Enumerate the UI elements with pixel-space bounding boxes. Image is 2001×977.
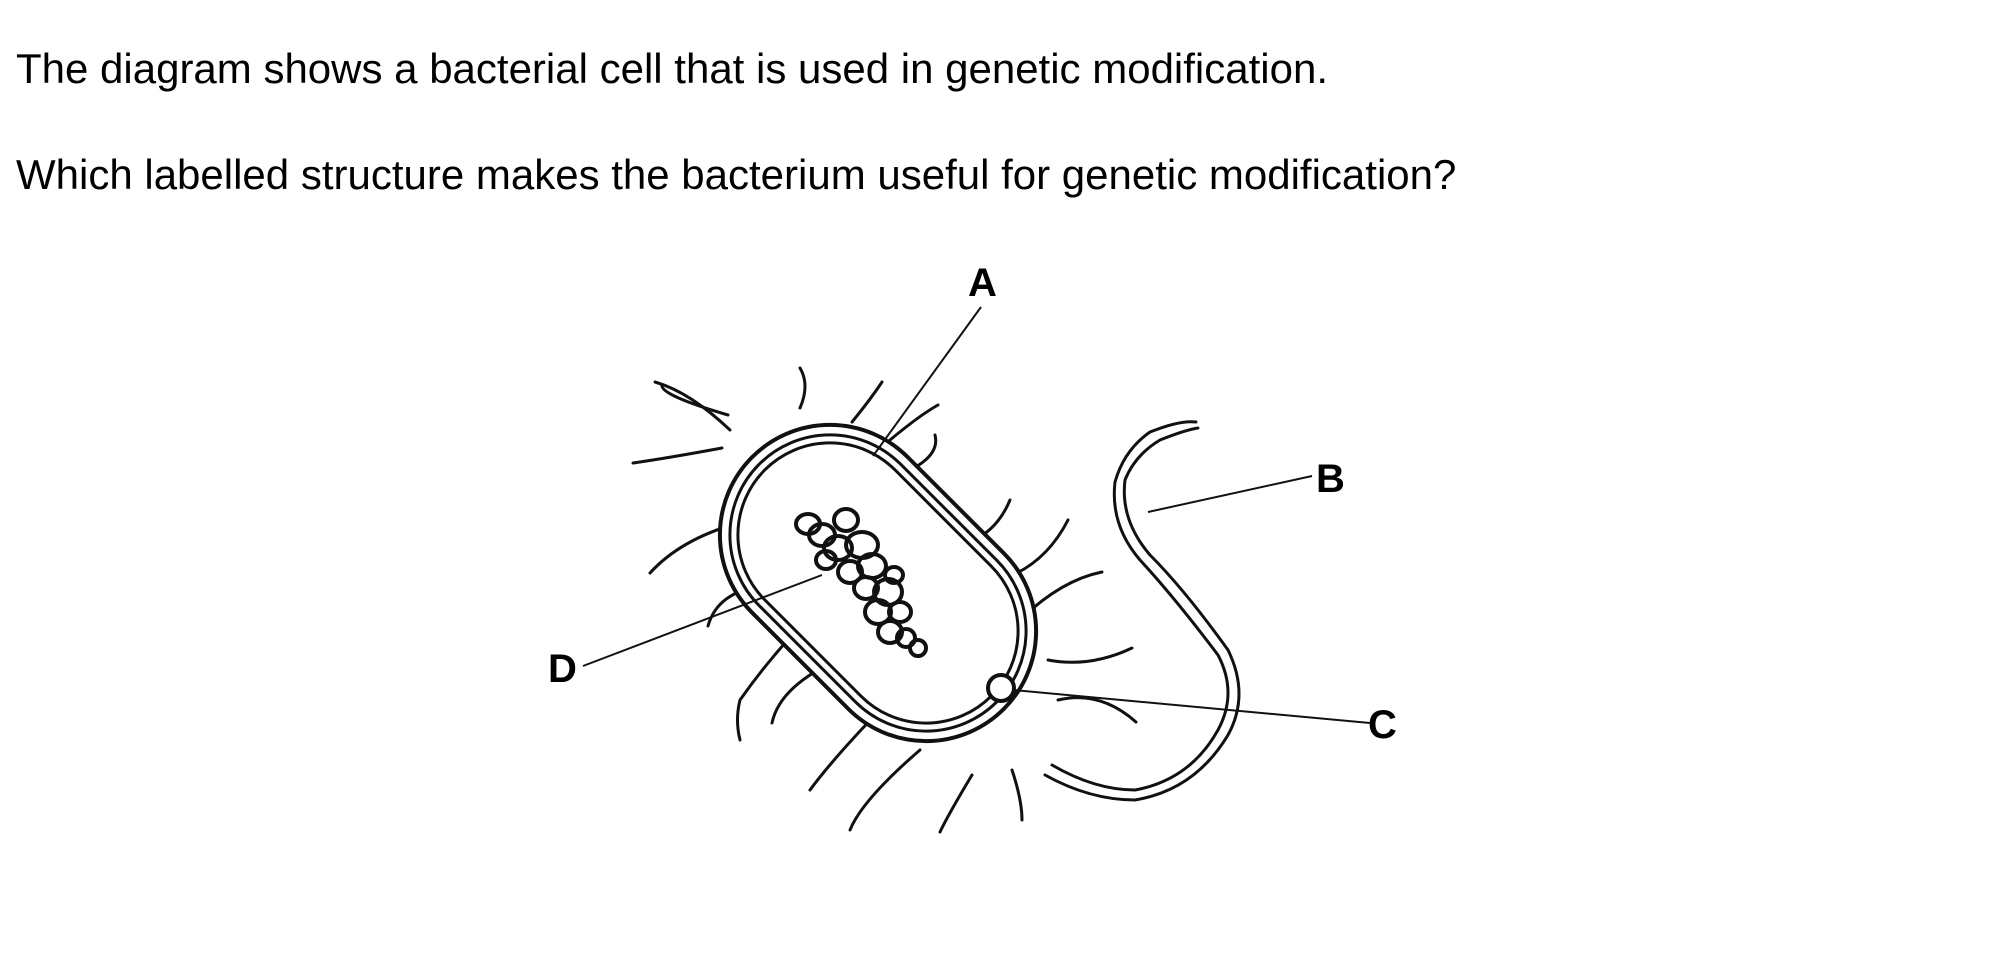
circular-dna	[794, 507, 928, 658]
label-b: B	[1316, 457, 1345, 501]
label-b-line	[1147, 475, 1313, 513]
label-c-line	[1012, 689, 1371, 724]
label-d-line	[582, 574, 823, 667]
label-a-line	[872, 306, 982, 457]
flagellum	[1043, 420, 1241, 802]
label-a: A	[968, 261, 997, 305]
label-lines	[582, 306, 1371, 724]
question-prompt: Which labelled structure makes the bacte…	[16, 151, 1457, 198]
label-c: C	[1368, 703, 1397, 747]
question-intro: The diagram shows a bacterial cell that …	[16, 45, 1329, 92]
plasmid	[986, 673, 1016, 703]
label-d: D	[548, 647, 577, 691]
